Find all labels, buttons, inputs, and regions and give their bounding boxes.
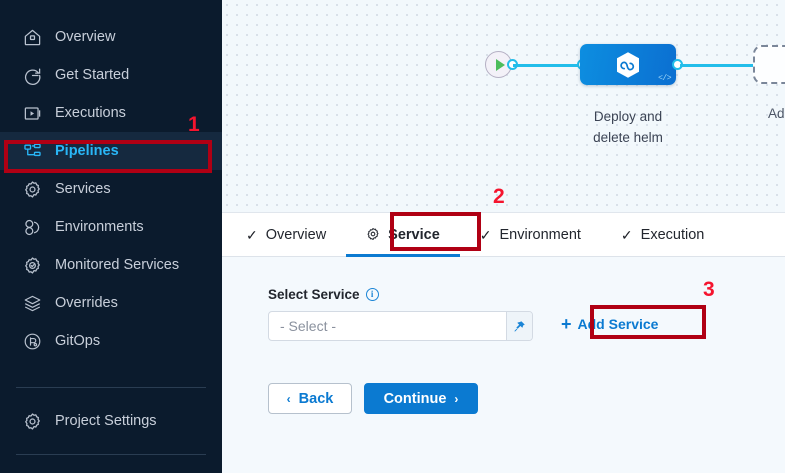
sidebar-item-label: Overrides [55, 295, 118, 311]
tab-label: Service [388, 226, 440, 243]
edge-stage-to-add [680, 64, 756, 67]
sidebar-item-label: Monitored Services [55, 257, 180, 273]
pipeline-graph: </> + Deploy and delete helm Add Stage [222, 0, 785, 212]
layers-icon [22, 293, 42, 313]
select-service-value: - Select - [280, 318, 337, 334]
tab-label: Overview [265, 226, 327, 243]
sidebar-divider-bottom [16, 454, 206, 455]
deployment-hexagon-icon [615, 51, 641, 79]
tab-execution[interactable]: ✓ Execution [601, 213, 724, 256]
select-service-label-row: Select Service i [268, 287, 785, 302]
info-icon[interactable]: i [365, 288, 379, 301]
back-button-label: Back [298, 390, 334, 407]
stage-label-line2: delete helm [593, 130, 663, 145]
sidebar-divider-top [16, 387, 206, 388]
continue-button-label: Continue [383, 390, 447, 407]
add-service-button[interactable]: + Add Service [557, 314, 662, 334]
chevron-left-icon: ‹ [286, 391, 291, 406]
select-service-label: Select Service [268, 287, 360, 302]
sidebar-item-label: Get Started [55, 67, 130, 83]
sidebar-item-get-started[interactable]: Get Started [0, 56, 222, 94]
sidebar: Overview Get Started Executions [0, 0, 222, 473]
service-form: Select Service i - Select - + Add Servic… [222, 257, 785, 473]
sidebar-item-project-settings[interactable]: Project Settings [0, 402, 222, 440]
home-icon [22, 27, 42, 47]
sidebar-item-label: Executions [55, 105, 126, 121]
sidebar-item-label: Project Settings [55, 413, 157, 429]
get-started-icon [22, 65, 42, 85]
tab-environment[interactable]: ✓ Environment [460, 213, 601, 256]
pipeline-stage-node[interactable]: </> [580, 44, 676, 85]
sidebar-item-pipelines[interactable]: Pipelines [0, 132, 222, 170]
tab-label: Environment [499, 226, 581, 243]
environments-icon [22, 217, 42, 237]
sidebar-item-label: Environments [55, 219, 144, 235]
executions-icon [22, 103, 42, 123]
stage-label-line1: Deploy and [593, 109, 663, 124]
sidebar-item-label: Services [55, 181, 111, 197]
sidebar-item-monitored-services[interactable]: Monitored Services [0, 246, 222, 284]
sidebar-item-environments[interactable]: Environments [0, 208, 222, 246]
main-panel: </> + Deploy and delete helm Add Stage [222, 0, 785, 473]
tab-service[interactable]: Service [346, 213, 460, 257]
select-service-row: - Select - + Add Service [268, 311, 785, 341]
code-badge-icon: </> [658, 74, 671, 83]
stage-tab-bar: ✓ Overview Service ✓ Environment ✓ Execu… [222, 212, 785, 257]
stage-node-label: Deploy and delete helm [552, 106, 704, 148]
sidebar-item-gitops[interactable]: GitOps [0, 322, 222, 360]
sidebar-item-label: GitOps [55, 333, 101, 349]
gear-icon [22, 411, 42, 431]
pipelines-icon [22, 141, 42, 161]
add-stage-label: Add Stage [767, 106, 785, 121]
add-stage-button[interactable]: + [753, 45, 785, 84]
add-service-label: Add Service [577, 316, 659, 332]
play-icon [495, 58, 505, 71]
sidebar-item-label: Overview [55, 29, 116, 45]
sidebar-item-services[interactable]: Services [0, 170, 222, 208]
chevron-right-icon: › [454, 391, 459, 406]
continue-button[interactable]: Continue › [364, 383, 478, 414]
back-button[interactable]: ‹ Back [268, 383, 352, 414]
gear-icon [366, 227, 380, 243]
check-icon: ✓ [620, 226, 633, 243]
sidebar-item-executions[interactable]: Executions [0, 94, 222, 132]
tab-overview[interactable]: ✓ Overview [222, 213, 346, 256]
sidebar-item-overview[interactable]: Overview [0, 18, 222, 56]
edge-start-to-stage [513, 64, 585, 67]
sidebar-item-overrides[interactable]: Overrides [0, 284, 222, 322]
plus-icon: + [561, 314, 572, 334]
gear-icon [22, 179, 42, 199]
select-service-dropdown[interactable]: - Select - [268, 311, 533, 341]
check-icon: ✓ [246, 226, 258, 243]
monitored-services-icon [22, 255, 42, 275]
check-icon: ✓ [479, 226, 492, 243]
tab-label: Execution [640, 226, 705, 243]
pipeline-canvas[interactable]: </> + Deploy and delete helm Add Stage [222, 0, 785, 212]
gitops-icon [22, 331, 42, 351]
sidebar-item-label: Pipelines [55, 143, 119, 159]
form-button-row: ‹ Back Continue › [268, 383, 785, 414]
pin-icon[interactable] [506, 312, 532, 340]
